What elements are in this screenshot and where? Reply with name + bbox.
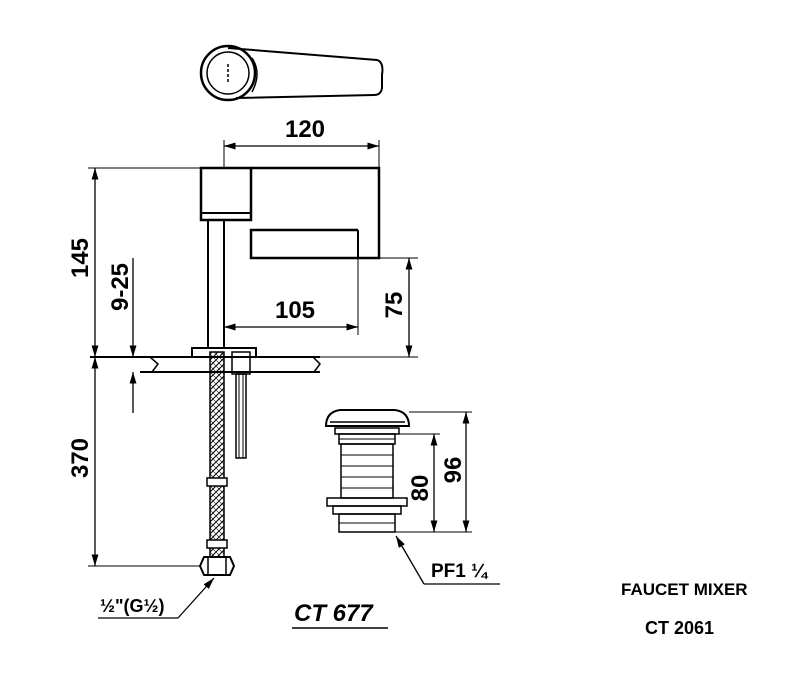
- dim-145: 145: [67, 167, 201, 357]
- dim-96: 96: [409, 411, 472, 532]
- dim-105: 105: [224, 240, 359, 335]
- dim-105-label: 105: [275, 297, 315, 324]
- product-code: CT 2061: [645, 618, 714, 638]
- supply-hose: [198, 351, 236, 576]
- dim-120: 120: [223, 116, 380, 168]
- faucet-body: [191, 166, 381, 358]
- dim-370: 370: [67, 357, 200, 567]
- dim-145-label: 145: [67, 238, 94, 278]
- dim-9-25-label: 9-25: [107, 263, 134, 311]
- countertop: [90, 356, 321, 373]
- drain-thread-label: PF1 ¼: [431, 561, 489, 582]
- dim-120-label: 120: [285, 116, 325, 143]
- dim-75: 75: [256, 257, 418, 358]
- drain-model-label: CT 677: [294, 600, 374, 627]
- drain-thread-callout: PF1 ¼: [395, 535, 500, 585]
- dim-370-label: 370: [67, 438, 94, 478]
- dim-96-label: 96: [440, 457, 467, 484]
- dim-80: 80: [395, 433, 472, 533]
- mounting-rod: [231, 351, 251, 459]
- hose-thread-label: ½"(G½): [100, 596, 165, 616]
- product-name: FAUCET MIXER: [621, 580, 748, 599]
- drain-assembly: [324, 409, 411, 533]
- dim-75-label: 75: [381, 292, 408, 319]
- faucet-top-view: [199, 44, 384, 102]
- dim-9-25: 9-25: [107, 258, 137, 413]
- dim-80-label: 80: [407, 475, 434, 502]
- hose-thread-callout: ½"(G½): [98, 577, 215, 619]
- drain-model: CT 677: [292, 600, 388, 629]
